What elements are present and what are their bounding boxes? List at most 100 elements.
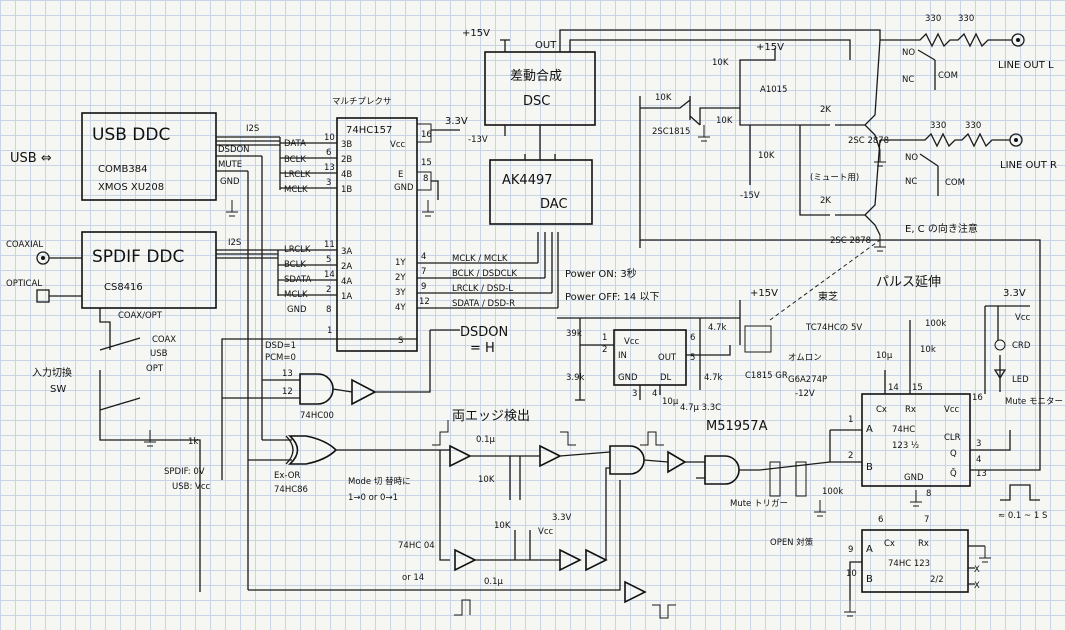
spdif-ddc-title: SPDIF DDC	[92, 247, 184, 267]
line-out-l-jack	[1011, 33, 1025, 47]
hc123-part: 74HC	[892, 425, 915, 435]
nand-part: 74HC00	[300, 411, 334, 421]
edge-inverter-1	[449, 444, 472, 468]
relay-coil	[744, 325, 772, 353]
i2s-mid-label: I2S	[228, 238, 241, 248]
dsd-note2: PCM=0	[265, 353, 296, 363]
relay-maker: オムロン	[788, 353, 822, 363]
spdif-ddc-line1: CS8416	[104, 282, 143, 293]
selector-label: 入力切換	[32, 366, 72, 379]
hc123b-nc1: X	[974, 565, 980, 575]
timer-vcc: Vcc	[624, 337, 639, 347]
mux-in-1b: 1B	[341, 185, 352, 195]
usb-ddc-block: USB DDC COMB384 XMOS XU208	[81, 112, 217, 201]
hc123-b: B	[866, 462, 873, 473]
relay-nc-r: NC	[905, 177, 917, 187]
mux-pin-16: 16	[421, 130, 432, 140]
pulse-title: パルス延伸	[876, 275, 941, 290]
jumper-2	[795, 461, 807, 497]
t2878-b: 2SC 2878	[830, 236, 871, 246]
mute-label: MUTE	[218, 160, 242, 170]
power-off-note: Power OFF: 14 以下	[565, 292, 659, 303]
timer-in: IN	[618, 351, 627, 361]
mux-pin-8: 8	[326, 305, 331, 315]
relay-com-r: COM	[945, 178, 965, 188]
coax-opt-label: COAX/OPT	[118, 311, 163, 321]
mux-in-4b: 4B	[341, 170, 352, 180]
mute-use-note: (ミュート用)	[810, 173, 859, 183]
sig-gnd2: GND	[287, 305, 307, 315]
sel-coax: COAX	[152, 335, 176, 345]
hc123b-pin7: 7	[924, 515, 929, 525]
edge-inverter-4	[559, 548, 582, 572]
waveform-marks	[432, 420, 676, 619]
mux-in-2a: 2A	[341, 262, 352, 272]
coaxial-label: COAXIAL	[6, 240, 43, 250]
relay-no-r: NO	[905, 153, 918, 163]
r10k-c: 10K	[716, 116, 733, 126]
dsc-minus13: -13V	[468, 135, 488, 145]
xor-part: 74HC86	[274, 485, 308, 495]
usb-ddc-line1: COMB384	[98, 164, 147, 175]
relay-nc-l: NC	[902, 75, 914, 85]
pulse-r10k: 10k	[920, 345, 936, 355]
edge-inverter-6	[667, 450, 687, 474]
m51957a-label: M51957A	[706, 419, 768, 434]
xor-label: Ex-OR	[274, 471, 300, 481]
r2k-b: 2K	[820, 196, 831, 206]
mux-block: マルチプレクサ 74HC157	[332, 97, 418, 352]
edge-cap-2: 0.1μ	[484, 577, 504, 587]
dsdon-out-label: DSDON	[460, 325, 508, 340]
optical-label: OPTICAL	[6, 279, 42, 289]
hc123b-pin9: 9	[848, 545, 853, 555]
sig-bclk: BCLK	[284, 155, 306, 165]
mode-note2: 1→0 or 0→1	[348, 493, 398, 503]
hc123-qb: Q̄	[950, 467, 957, 479]
plus15-b: +15V	[756, 42, 784, 53]
timer-gnd: GND	[618, 373, 638, 383]
toshiba-note: 東芝	[818, 290, 838, 303]
sig-lrclk: LRCLK	[284, 170, 311, 180]
hc123-pin13: 13	[976, 469, 987, 479]
edge-inverter-5	[585, 548, 608, 572]
timer-out: OUT	[658, 353, 677, 363]
edge-r10k-1: 10K	[478, 475, 495, 485]
r3-9k: 3.9k	[566, 373, 585, 383]
r330-3: 330	[930, 121, 946, 131]
mux-pin-1: 1	[327, 326, 332, 336]
dsc-block: 差動合成 DSC	[484, 51, 596, 126]
mux-pin-7: 7	[421, 267, 426, 277]
hc123b-pin10: 10	[846, 569, 857, 579]
nand-gate-00	[299, 373, 334, 405]
timer-pin1: 1	[602, 333, 607, 343]
mux-e: E	[398, 170, 403, 180]
edge-nand	[609, 445, 645, 475]
hc04-label: 74HC 04	[398, 541, 435, 551]
open-r100k: 100k	[822, 487, 843, 497]
line-out-r-label: LINE OUT R	[1000, 160, 1057, 171]
hc123-pin1: 1	[848, 415, 853, 425]
dac-block: AK4497 DAC	[489, 159, 593, 225]
r1k-label: 1k	[188, 437, 198, 447]
hc123b-part: 74HC 123	[888, 559, 930, 569]
selector-sw: SW	[50, 384, 66, 395]
dsc-line1: 差動合成	[510, 69, 562, 84]
edge-inverter-3	[454, 548, 477, 572]
line-out-r-jack	[1009, 133, 1023, 147]
mux-out-lrclk: LRCLK / DSD-L	[452, 284, 513, 294]
dsc-out-label: OUT	[535, 40, 557, 51]
timer-pin4: 4	[652, 389, 657, 399]
dac-line1: AK4497	[502, 173, 553, 188]
r330-4: 330	[965, 121, 981, 131]
hc123-pin3: 3	[976, 439, 981, 449]
mux-out-mclk: MCLK / MCLK	[452, 254, 508, 264]
hc123-pin4: 4	[976, 455, 981, 465]
relay-com-l: COM	[938, 71, 958, 81]
spdif-ddc-block: SPDIF DDC CS8416	[81, 231, 217, 309]
line-out-l-label: LINE OUT L	[998, 60, 1054, 71]
relay-voltage: -12V	[795, 389, 815, 399]
mux-vcc: Vcc	[390, 140, 405, 150]
timer-pin3: 3	[632, 389, 637, 399]
ddc-gnd-label: GND	[220, 177, 240, 187]
m51957a-ic	[613, 329, 687, 386]
